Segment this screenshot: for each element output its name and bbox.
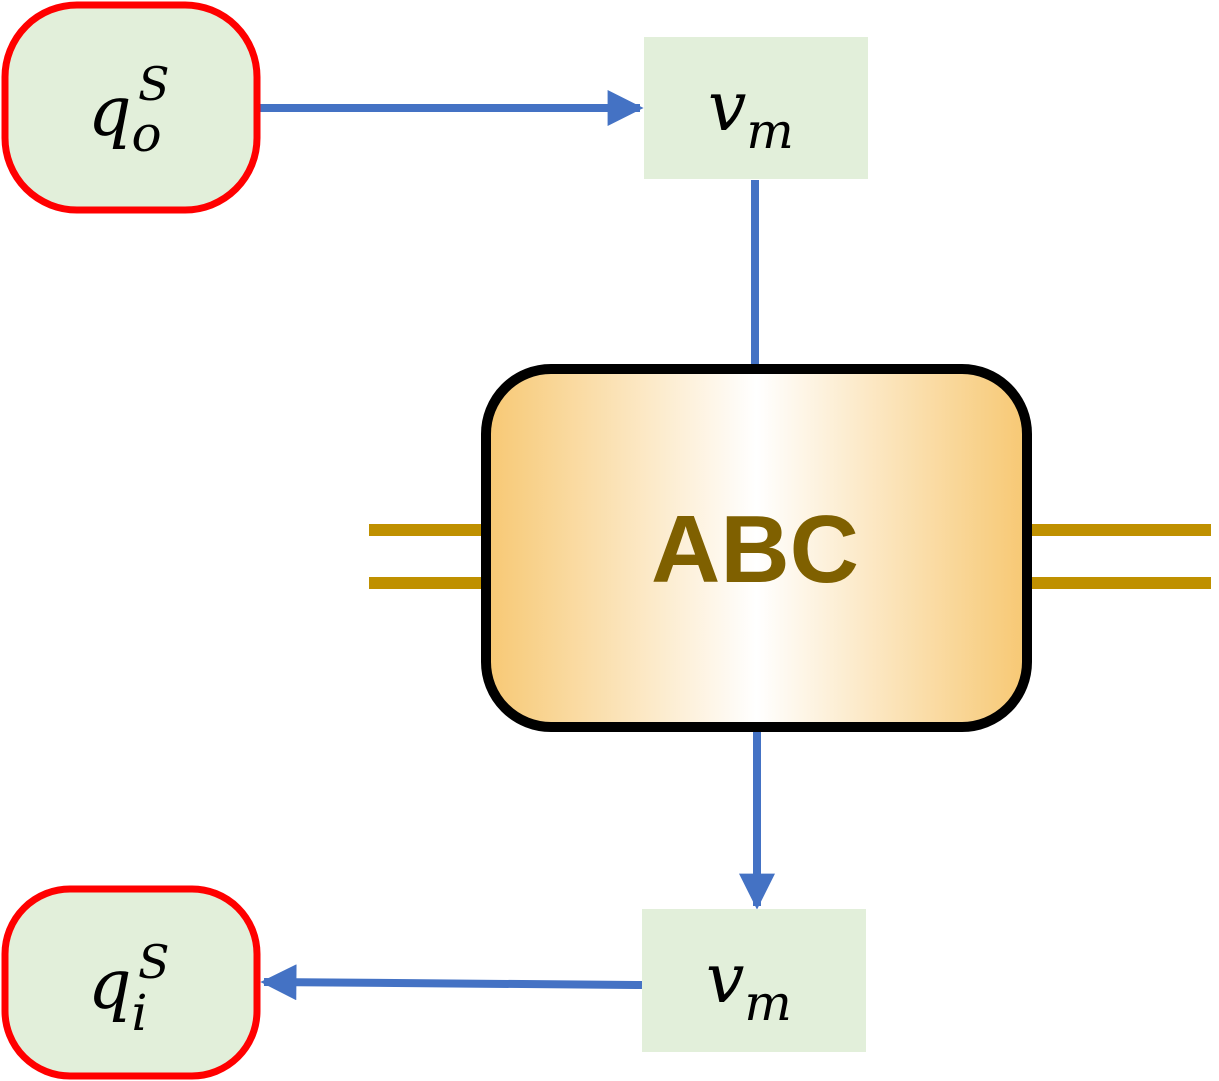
q-out-sup: S bbox=[138, 57, 170, 111]
q-out-base: q bbox=[88, 73, 132, 152]
node-v-top: vm bbox=[644, 37, 868, 179]
v-top-sub: m bbox=[746, 102, 793, 160]
abc-block: ABC bbox=[481, 364, 1032, 732]
v-top-base: v bbox=[708, 68, 746, 147]
node-q-in: qi S bbox=[1, 885, 261, 1080]
svg-text:qo: qo bbox=[88, 73, 162, 163]
q-in-sub: i bbox=[132, 984, 148, 1042]
v-bottom-base: v bbox=[706, 940, 744, 1019]
q-out-sub: o bbox=[132, 105, 162, 163]
arrow-vm-to-qi bbox=[260, 964, 643, 1001]
abc-label: ABC bbox=[651, 496, 859, 603]
svg-text:vm: vm bbox=[706, 940, 792, 1032]
node-v-bottom: vm bbox=[642, 909, 866, 1052]
bus-right bbox=[1028, 524, 1211, 589]
q-in-sup: S bbox=[138, 935, 170, 989]
node-q-out: qo S bbox=[1, 1, 261, 214]
v-bottom-sub: m bbox=[744, 974, 791, 1032]
svg-text:qi: qi bbox=[88, 946, 148, 1042]
q-in-base: q bbox=[88, 946, 132, 1025]
bus-left bbox=[369, 524, 486, 589]
svg-text:vm: vm bbox=[708, 68, 794, 160]
